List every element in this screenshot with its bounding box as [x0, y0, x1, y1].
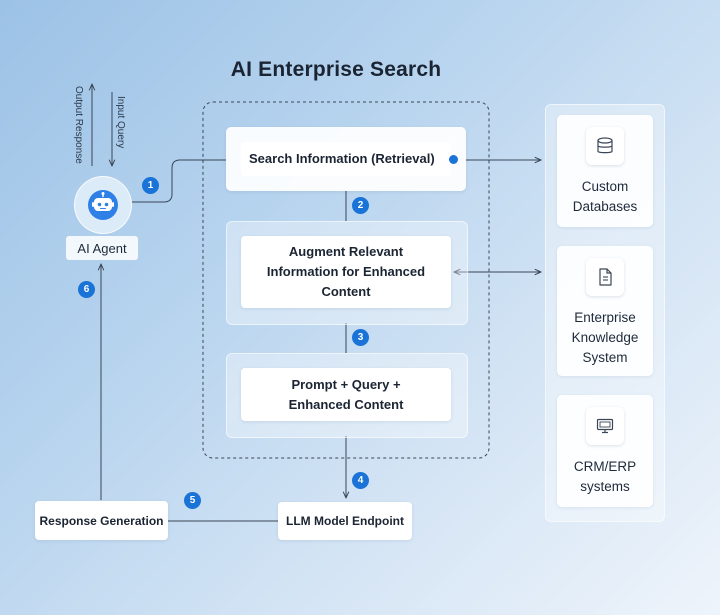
source-crm-erp[interactable]: CRM/ERP systems [557, 395, 653, 507]
step-badge-2: 2 [352, 197, 369, 214]
source-label: CRM/ERP systems [573, 459, 637, 494]
robot-icon [88, 190, 118, 220]
response-generation[interactable]: Response Generation [35, 501, 168, 540]
monitor-icon [586, 407, 624, 445]
prompt-step[interactable]: Prompt + Query + Enhanced Content [241, 368, 451, 421]
step-badge-6: 6 [78, 281, 95, 298]
page-title: AI Enterprise Search [230, 58, 442, 81]
agent-to-retrieval-line [132, 159, 226, 203]
input-query-label: Input Query [115, 96, 126, 149]
ai-agent-node[interactable] [74, 176, 132, 234]
document-icon [586, 258, 624, 296]
output-response-label: Output Response [73, 86, 84, 164]
llm-endpoint[interactable]: LLM Model Endpoint [278, 502, 412, 540]
step-badge-5: 5 [184, 492, 201, 509]
retrieval-step[interactable]: Search Information (Retrieval) [241, 142, 451, 176]
source-label: Custom Databases [572, 179, 638, 214]
retrieval-dot [449, 155, 458, 164]
step-badge-1: 1 [142, 177, 159, 194]
step-badge-3: 3 [352, 329, 369, 346]
ai-agent-label: AI Agent [66, 236, 138, 260]
source-enterprise-knowledge[interactable]: Enterprise Knowledge System [557, 246, 653, 376]
source-custom-databases[interactable]: Custom Databases [557, 115, 653, 227]
source-label: Enterprise Knowledge System [571, 310, 639, 365]
augment-step[interactable]: Augment Relevant Information for Enhance… [241, 236, 451, 308]
database-icon [586, 127, 624, 165]
dashed-container [202, 101, 490, 459]
step-badge-4: 4 [352, 472, 369, 489]
